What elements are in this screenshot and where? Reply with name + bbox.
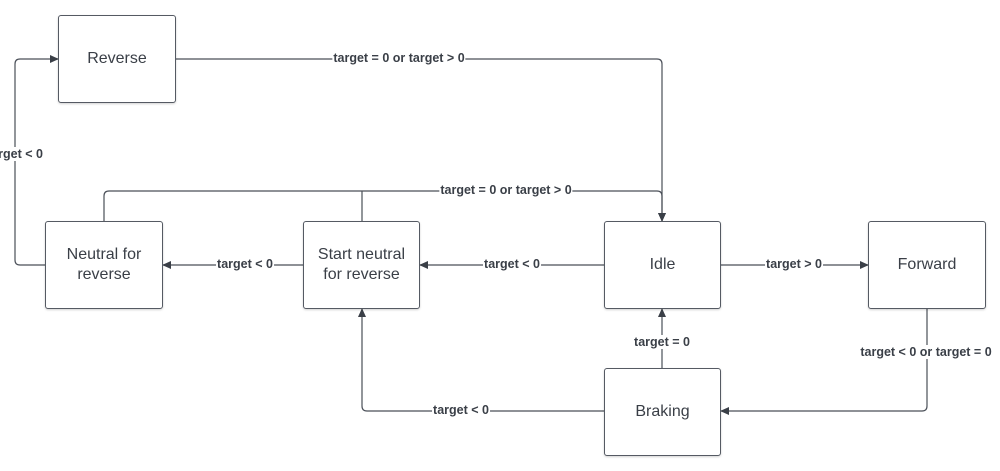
state-forward[interactable]: Forward: [868, 221, 986, 309]
state-braking-label: Braking: [635, 403, 690, 420]
connector-neutral-to-reverse: [14, 54, 59, 266]
connector-braking-to-start-neutral: [357, 308, 604, 412]
transition-label-forward-to-braking: target < 0 or target = 0: [859, 345, 993, 359]
transition-label-reverse-to-idle: target = 0 or target > 0: [332, 51, 466, 65]
state-idle-label: Idle: [649, 256, 676, 273]
connector-reverse-to-idle: [176, 58, 667, 222]
state-start-neutral-label: Start neutral for reverse: [317, 246, 406, 283]
state-neutral-for-reverse-label: Neutral for reverse: [66, 246, 142, 283]
transition-label-start-neutral-to-neutral: target < 0: [216, 257, 274, 271]
transition-label-idle-to-start-neutral: target < 0: [483, 257, 541, 271]
connector-forward-to-braking: [720, 309, 928, 416]
transition-label-braking-to-idle: target = 0: [633, 335, 691, 349]
state-braking[interactable]: Braking: [604, 368, 721, 456]
state-start-neutral-for-reverse[interactable]: Start neutral for reverse: [303, 221, 420, 309]
transition-label-braking-to-start-neutral: target < 0: [432, 403, 490, 417]
transition-label-bus-to-idle: target = 0 or target > 0: [439, 183, 573, 197]
state-idle[interactable]: Idle: [604, 221, 721, 309]
connector-neutral-up-to-bus: [103, 190, 667, 222]
state-reverse-label: Reverse: [87, 50, 147, 67]
transition-label-idle-to-forward: target > 0: [765, 257, 823, 271]
state-forward-label: Forward: [897, 256, 957, 273]
transition-label-neutral-to-reverse: target < 0: [0, 147, 44, 161]
state-reverse[interactable]: Reverse: [58, 15, 176, 103]
state-neutral-for-reverse[interactable]: Neutral for reverse: [45, 221, 163, 309]
